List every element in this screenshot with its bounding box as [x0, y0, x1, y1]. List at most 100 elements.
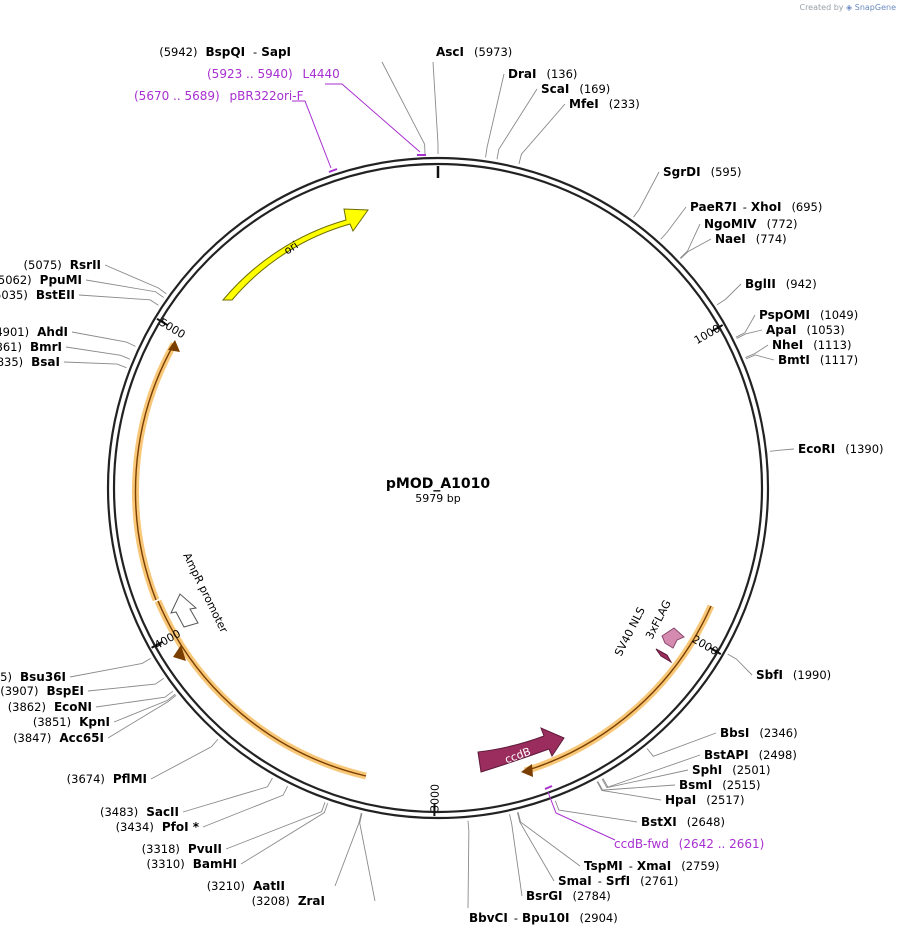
site-apai[interactable]: ApaI(1053)	[736, 323, 845, 339]
site-nhei[interactable]: NheI(1113)	[745, 338, 851, 358]
site-pos-rsrii: (5075)	[24, 258, 62, 272]
site-bspei[interactable]: (3907)BspEI	[0, 678, 164, 698]
site-drai[interactable]: DraI(136)	[485, 67, 578, 158]
site-name-drai: DraI	[508, 67, 536, 81]
site-name-bbvci: BbvCI	[469, 911, 508, 925]
site-bspqi[interactable]: (5942)BspQI-SapI	[159, 45, 426, 155]
site-ecori[interactable]: EcoRI (1390)	[769, 442, 884, 456]
site-ahdi[interactable]: (4901) AhdI	[0, 325, 136, 347]
site-name-sgrdi: SgrDI	[663, 165, 701, 179]
site-bmti[interactable]: BmtI(1117)	[745, 353, 858, 367]
svg-text:ScaI(169): ScaI(169)	[541, 82, 610, 96]
svg-text:NaeI(774): NaeI(774)	[715, 232, 787, 246]
site-name2-bbvci: Bpu10I	[522, 911, 569, 925]
site-pos-econi: (3862)	[8, 700, 46, 714]
site-name-ecori: EcoRI	[798, 442, 835, 456]
site-acc65i[interactable]: (3847)Acc65I	[13, 694, 177, 745]
site-name-pfoi: PfoI *	[162, 820, 200, 834]
site-pos-pspomi: (1049)	[820, 308, 858, 322]
site-pspomi[interactable]: PspOMI(1049)	[735, 308, 858, 338]
site-separator: -	[253, 45, 257, 59]
svg-text:(5670 .. 5689) pBR322ori: (5670 .. 5689) pBR322ori-F	[134, 89, 304, 103]
site-smai[interactable]: SmaI-SrfI(2761)	[516, 812, 678, 888]
site-name-bstxi: BstXI	[641, 815, 677, 829]
tick-label-2000: 2000	[690, 633, 721, 658]
site-separator: -	[629, 859, 633, 873]
site-pos-ecori: (1390)	[845, 442, 883, 456]
site-name-hpai: HpaI	[665, 793, 696, 807]
ampr-orf-line-upper	[134, 343, 175, 601]
site-pfoi[interactable]: (3434)PfoI *	[116, 786, 288, 834]
site-bbvci[interactable]: BbvCI-Bpu10I(2904)	[467, 820, 618, 925]
site-bamhi[interactable]: (3310)BamHI	[146, 803, 329, 871]
site-pos-bstxi: (2648)	[687, 815, 725, 829]
primer-ccdb-fwd[interactable]: ccdB-fwd (2642 .. 2661)	[544, 785, 764, 851]
site-sphi[interactable]: SphI(2501)	[601, 763, 771, 789]
site-bmri[interactable]: (4861)BmrI	[0, 340, 131, 360]
site-sbfi[interactable]: SbfI (1990)	[727, 653, 831, 682]
site-bglii[interactable]: BglII(942)	[716, 277, 817, 306]
site-scai[interactable]: ScaI(169)	[496, 82, 610, 160]
site-pvuii[interactable]: (3318)PvuII	[142, 802, 326, 856]
site-pos-sbfi: (1990)	[793, 668, 831, 682]
svg-text:ccdB-fwd (2642 .. 2661): ccdB-fwd (2642 .. 2661)	[614, 837, 764, 851]
site-pos-bstapi: (2498)	[759, 748, 797, 762]
site-sgrdi[interactable]: SgrDI(595)	[633, 165, 742, 218]
svg-text:MfeI(233): MfeI(233)	[569, 97, 640, 111]
site-bsrgi[interactable]: BsrGI(2784)	[509, 814, 611, 903]
site-bbsi[interactable]: BbsI(2346)	[646, 726, 798, 757]
site-bsmi[interactable]: BsmI(2515)	[597, 778, 761, 792]
site-name-naei: NaeI	[715, 232, 746, 246]
site-bsai[interactable]: (4835)BsaI	[0, 355, 127, 369]
site-bsu36i[interactable]: (3975) Bsu36I	[0, 657, 151, 684]
site-name-bamhi: BamHI	[193, 857, 237, 871]
site-econi[interactable]: (3862)EcoNI	[8, 690, 174, 714]
site-mfei[interactable]: MfeI(233)	[518, 97, 640, 165]
site-bstapi[interactable]: BstAPI(2498)	[602, 748, 797, 788]
primer-pbr322ori-f[interactable]: (5670 .. 5689) pBR322ori-F	[134, 89, 338, 173]
site-tspmi[interactable]: TspMI-XmaI(2759)	[517, 812, 719, 873]
site-name2-bspqi: SapI	[261, 45, 291, 59]
feature-ampr-promoter[interactable]: AmpR promoter	[170, 551, 231, 636]
site-bstxi[interactable]: BstXI (2648)	[554, 800, 725, 829]
feature-3xflag[interactable]: 3xFLAG	[643, 598, 685, 649]
site-name-bmti: BmtI	[778, 353, 810, 367]
site-zrai[interactable]: (3208)ZraI	[252, 813, 376, 908]
site-bsteii[interactable]: (5035)BstEII	[0, 288, 159, 306]
site-naei[interactable]: NaeI(774)	[680, 232, 787, 259]
site-rsrii[interactable]: (5075)RsrII	[24, 258, 167, 295]
site-hpai[interactable]: HpaI(2517)	[596, 781, 744, 807]
credit-brand: SnapGene	[854, 3, 896, 12]
site-pos-bsu36i: (3975)	[0, 670, 12, 684]
site-kpni[interactable]: (3851)KpnI	[33, 693, 176, 729]
svg-text:BsmI(2515): BsmI(2515)	[679, 778, 761, 792]
ccdb-orf-line	[524, 605, 712, 772]
site-name-nhei: NheI	[772, 338, 803, 352]
tick-label-1000: 1000	[692, 322, 723, 347]
site-name-bsu36i: Bsu36I	[20, 670, 66, 684]
site-name-bmri: BmrI	[30, 340, 62, 354]
site-pos-sphi: (2501)	[732, 763, 770, 777]
site-ppumi[interactable]: (5062)PpuMI	[0, 273, 164, 298]
site-name-ahdi: AhdI	[37, 325, 68, 339]
feature-ori[interactable]: ori	[221, 208, 369, 301]
site-ngomiv[interactable]: NgoMIV(772)	[679, 217, 798, 259]
site-name-sbfi: SbfI	[756, 668, 783, 682]
svg-text:(3862)EcoNI: (3862)EcoNI	[8, 700, 92, 714]
site-pos-apai: (1053)	[806, 323, 844, 337]
ampr-orf-track-upper	[132, 342, 178, 602]
site-name-bsai: BsaI	[31, 355, 60, 369]
site-sacii[interactable]: (3483)SacII	[100, 777, 273, 819]
svg-text:(3674)PflMI: (3674)PflMI	[67, 772, 147, 786]
site-name2-smai: SrfI	[606, 874, 630, 888]
site-name-bsrgi: BsrGI	[526, 889, 563, 903]
site-pos-ahdi: (4901)	[0, 325, 29, 339]
site-aatii[interactable]: (3210)AatII	[207, 812, 362, 893]
position-tick-5000: 5000	[156, 316, 188, 341]
site-paer7i[interactable]: PaeR7I-XhoI(695)	[660, 200, 823, 240]
primer-l4440[interactable]: (5923 .. 5940) L4440	[207, 67, 426, 156]
site-name-bspqi: BspQI	[206, 45, 246, 59]
site-name-bspei: BspEI	[46, 684, 84, 698]
site-pflmi[interactable]: (3674)PflMI	[67, 738, 219, 786]
site-asci[interactable]: AscI(5973)	[432, 45, 512, 154]
